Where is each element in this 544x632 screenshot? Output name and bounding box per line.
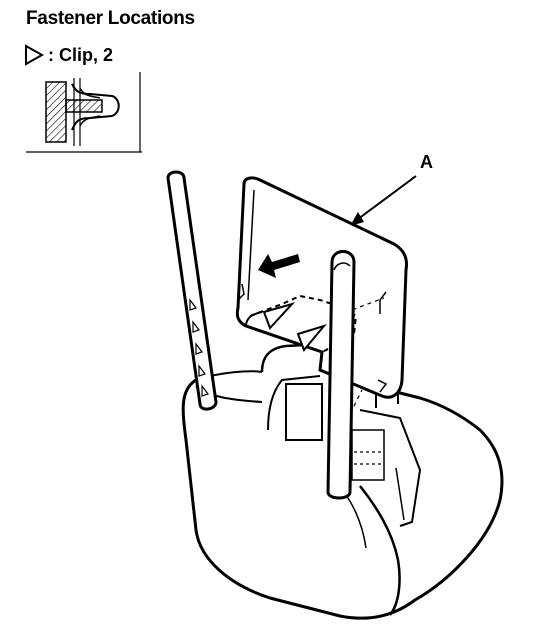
legend-label: : Clip, 2 <box>48 44 114 65</box>
right-guide-rod <box>326 250 356 500</box>
clip-triangle-icon <box>296 324 327 352</box>
left-guide-rod <box>166 170 218 411</box>
callout-letter-a: A <box>420 152 433 172</box>
legend-clip: : Clip, 2 <box>24 44 113 66</box>
clip-detail-inset <box>26 72 142 153</box>
triangle-outline-icon <box>25 44 44 66</box>
direction-arrow-icon <box>258 254 300 278</box>
page-title: Fastener Locations <box>26 8 195 29</box>
callout-leader-a <box>350 175 417 226</box>
clip-markers <box>262 302 327 352</box>
clip-triangle-icon <box>262 302 296 330</box>
